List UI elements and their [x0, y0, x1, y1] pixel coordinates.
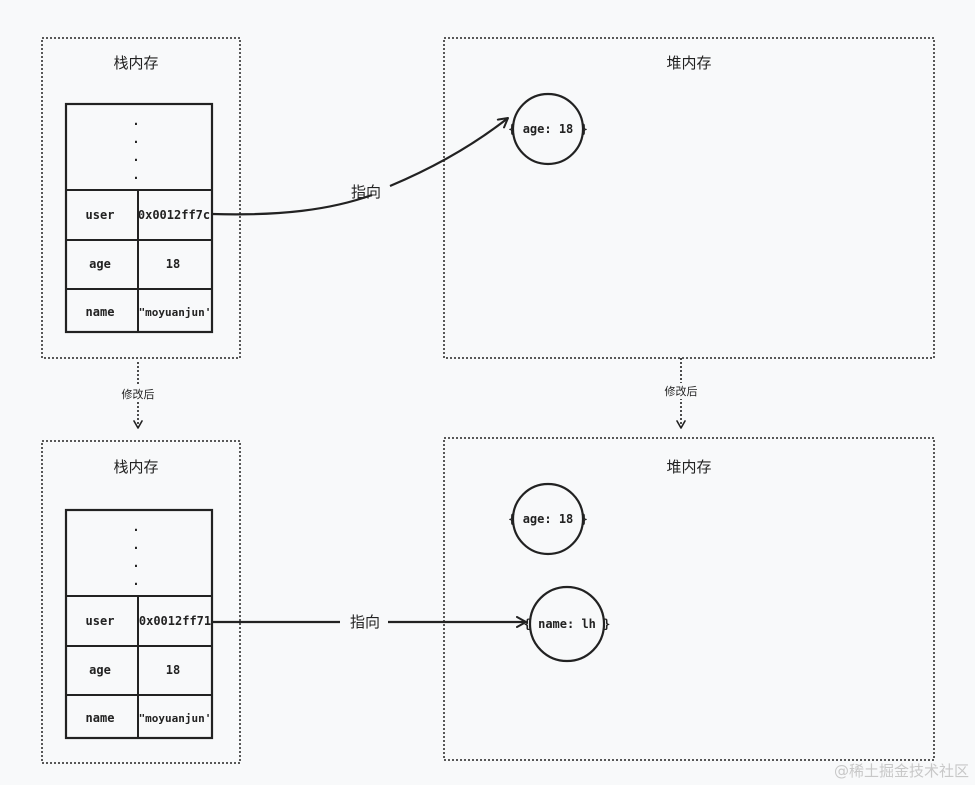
- bottom-stack-dot: ·: [132, 577, 139, 591]
- right-transition: 修改后: [659, 358, 703, 429]
- bottom-pointer-arrow: 指向: [212, 613, 527, 631]
- bottom-heap-object-label: { name: lh }: [524, 617, 611, 631]
- top-stack-title: 栈内存: [113, 54, 158, 72]
- bottom-heap-object-age: { age: 18 }: [508, 482, 588, 556]
- bottom-stack-title: 栈内存: [113, 458, 158, 476]
- bottom-stack-value-user: 0x0012ff71: [139, 614, 211, 628]
- top-heap-border: [443, 37, 935, 359]
- top-heap-object-label: { age: 18 }: [508, 122, 587, 136]
- bottom-stack-panel: 栈内存 · · · · user 0x0012ff71 age 18 name …: [41, 440, 241, 764]
- top-stack-value-age: 18: [166, 257, 180, 271]
- left-transition-label-bg: [116, 386, 160, 402]
- bottom-stack-var-name: name: [86, 711, 115, 725]
- top-arrow-label: 指向: [351, 183, 381, 201]
- top-heap-title: 堆内存: [666, 54, 711, 72]
- top-heap-panel: 堆内存 { age: 18 }: [443, 37, 935, 359]
- bottom-stack-dot: ·: [132, 523, 139, 537]
- top-stack-dot: ·: [132, 171, 139, 185]
- right-transition-label: 修改后: [665, 384, 698, 398]
- bottom-stack-value-name: "moyuanjun': [139, 712, 212, 725]
- watermark: @稀土掘金技术社区: [833, 762, 969, 780]
- bottom-stack-var-user: user: [86, 614, 115, 628]
- top-stack-value-user: 0x0012ff7c: [138, 208, 210, 222]
- left-transition-label: 修改后: [122, 387, 155, 401]
- top-stack-var-name: name: [86, 305, 115, 319]
- bottom-heap-panel: 堆内存 { age: 18 } { name: lh }: [443, 437, 935, 761]
- bottom-stack-dot: ·: [132, 559, 139, 573]
- top-stack-table: · · · · user 0x0012ff7c age 18 name "moy…: [64, 102, 214, 334]
- bottom-stack-dot: ·: [132, 541, 139, 555]
- bottom-stack-var-age: age: [89, 663, 111, 677]
- top-heap-object-circle: [511, 92, 585, 166]
- right-transition-label-bg: [659, 383, 703, 399]
- bottom-heap-object-circle: [511, 482, 585, 556]
- top-stack-dot: ·: [132, 135, 139, 149]
- top-stack-panel: 栈内存 · · · · user 0x0012ff7c age 18 name …: [41, 37, 241, 359]
- bottom-heap-object-name: { name: lh }: [524, 585, 611, 663]
- bottom-heap-title: 堆内存: [666, 458, 711, 476]
- top-stack-dot: ·: [132, 117, 139, 131]
- top-stack-value-name: "moyuanjun': [139, 306, 212, 319]
- top-stack-dot: ·: [132, 153, 139, 167]
- top-stack-var-user: user: [86, 208, 115, 222]
- bottom-stack-table: · · · · user 0x0012ff71 age 18 name "moy…: [64, 508, 214, 740]
- bottom-stack-value-age: 18: [166, 663, 180, 677]
- bottom-heap-object-label: { age: 18 }: [508, 512, 587, 526]
- bottom-heap-border: [443, 437, 935, 761]
- left-transition: 修改后: [116, 362, 160, 429]
- bottom-heap-object-circle: [528, 585, 606, 663]
- bottom-arrow-label: 指向: [350, 613, 380, 631]
- top-pointer-arrow: 指向: [211, 117, 509, 216]
- top-stack-border: [41, 37, 241, 359]
- top-arrow-segment-end: [389, 117, 509, 188]
- top-stack-var-age: age: [89, 257, 111, 271]
- top-arrow-segment-start: [211, 193, 373, 216]
- top-heap-object: { age: 18 }: [508, 92, 588, 166]
